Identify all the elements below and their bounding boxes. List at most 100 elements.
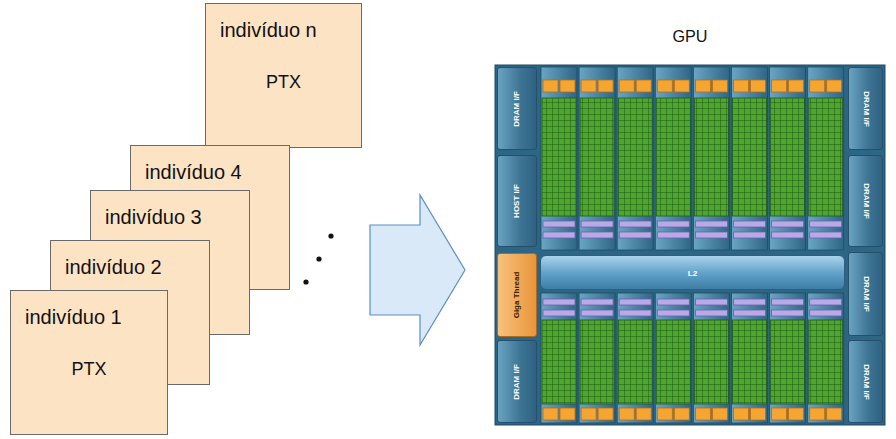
sm-part xyxy=(751,408,766,420)
sm-part xyxy=(674,80,689,92)
gpu-chip: GPUDRAM I/FHOST I/FGiga ThreadDRAM I/FL2… xyxy=(495,25,885,425)
node-label: HOST I/F xyxy=(512,184,522,218)
sm-part xyxy=(695,299,727,305)
sm-part xyxy=(560,408,575,420)
dram-interface: DRAM I/F xyxy=(497,340,537,423)
sm-part xyxy=(618,98,652,216)
sm-part xyxy=(543,408,558,420)
sm-part xyxy=(695,232,727,238)
sm-part xyxy=(657,80,672,92)
sm-part xyxy=(810,232,842,238)
sm-part xyxy=(581,232,613,238)
sm-part xyxy=(694,98,728,216)
node-label: GPU xyxy=(495,25,885,47)
sm-part xyxy=(809,98,843,216)
sm-part xyxy=(789,408,804,420)
sm-part xyxy=(618,320,652,404)
dram-interface: DRAM I/F xyxy=(497,67,537,150)
sm-part xyxy=(734,232,766,238)
sm-part xyxy=(656,98,690,216)
sm-part xyxy=(789,80,804,92)
sm-part xyxy=(581,80,596,92)
sm-part xyxy=(734,80,749,92)
sm-part xyxy=(810,408,825,420)
sm-part xyxy=(751,80,766,92)
sm-part xyxy=(581,408,596,420)
sm-part xyxy=(619,299,651,305)
sm-blocks xyxy=(541,67,844,423)
sm-part xyxy=(712,80,727,92)
sm-part xyxy=(712,408,727,420)
node-body-text: PTX xyxy=(11,357,167,381)
sm-part xyxy=(619,408,634,420)
sm-part xyxy=(772,221,804,227)
sm-part xyxy=(694,320,728,404)
node-label: Giga Thread xyxy=(512,272,522,319)
sm-part xyxy=(579,293,615,423)
sm-part xyxy=(617,293,653,423)
sm-part xyxy=(657,310,689,316)
individual-card: indivíduo n PTX xyxy=(205,3,362,148)
sm-part xyxy=(772,310,804,316)
host-interface: HOST I/F xyxy=(497,155,537,247)
node-label: DRAM I/F xyxy=(861,364,871,400)
sm-part xyxy=(617,67,653,250)
sm-part xyxy=(808,67,844,250)
sm-part xyxy=(771,98,805,216)
sm-part xyxy=(543,80,558,92)
sm-part xyxy=(542,320,576,404)
node-label: DRAM I/F xyxy=(861,183,871,219)
dram-interface: DRAM I/F xyxy=(848,67,883,150)
sm-part xyxy=(693,67,729,250)
sm-part xyxy=(772,80,787,92)
sm-part xyxy=(598,408,613,420)
sm-part xyxy=(695,80,710,92)
sm-part xyxy=(810,80,825,92)
dram-interface: DRAM I/F xyxy=(848,155,883,247)
sm-part xyxy=(810,221,842,227)
sm-part xyxy=(581,221,613,227)
node-label: indivíduo 4 xyxy=(145,160,242,184)
sm-part xyxy=(655,67,691,250)
sm-part xyxy=(734,408,749,420)
sm-part xyxy=(772,408,787,420)
sm-part xyxy=(619,221,651,227)
sm-part xyxy=(827,408,842,420)
sm-part xyxy=(543,310,575,316)
sm-part xyxy=(810,299,842,305)
sm-part xyxy=(619,310,651,316)
sm-part xyxy=(732,67,768,250)
sm-part xyxy=(581,310,613,316)
sm-part xyxy=(772,232,804,238)
sm-part xyxy=(808,293,844,423)
sm-part xyxy=(693,293,729,423)
node-label: DRAM I/F xyxy=(861,276,871,312)
sm-part xyxy=(636,408,651,420)
l2-cache: L2 xyxy=(540,255,845,290)
sm-part xyxy=(657,408,672,420)
sm-part xyxy=(734,310,766,316)
node-body-text: PTX xyxy=(206,70,361,94)
sm-part xyxy=(636,80,651,92)
sm-part xyxy=(656,320,690,404)
sm-part xyxy=(734,221,766,227)
sm-part xyxy=(733,320,767,404)
sm-part xyxy=(580,98,614,216)
sm-part xyxy=(542,98,576,216)
node-label: DRAM I/F xyxy=(861,91,871,127)
node-label: indivíduo n xyxy=(220,18,317,42)
sm-part xyxy=(541,293,577,423)
sm-part xyxy=(770,293,806,423)
sm-part xyxy=(809,320,843,404)
sm-part xyxy=(579,67,615,250)
sm-part xyxy=(772,299,804,305)
sm-part xyxy=(598,80,613,92)
sm-part xyxy=(619,232,651,238)
node-label: indivíduo 3 xyxy=(105,205,202,229)
sm-part xyxy=(732,293,768,423)
individual-card: indivíduo 1PTX xyxy=(10,290,168,435)
sm-part xyxy=(771,320,805,404)
sm-part xyxy=(581,299,613,305)
node-label: indivíduo 2 xyxy=(65,255,162,279)
